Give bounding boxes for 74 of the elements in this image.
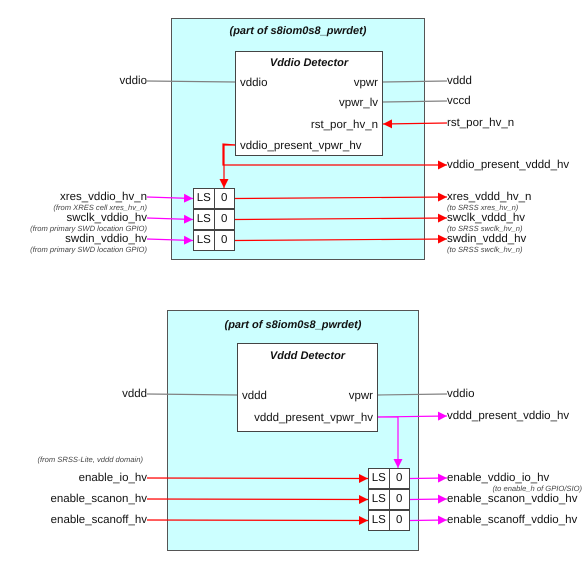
default-value: 0: [388, 469, 409, 488]
signal-arrow: [222, 143, 447, 170]
signal-name: swclk_vddd_hv: [447, 212, 526, 225]
detector-title: Vddd Detector: [268, 350, 346, 362]
signal-line: [147, 393, 237, 396]
module-panel: [171, 18, 425, 260]
signal-arrow: [410, 516, 447, 525]
default-value: 0: [214, 189, 234, 208]
signal-name: enable_scanon_vddio_hv: [447, 493, 578, 506]
signal-name: rst_por_hv_n: [447, 116, 516, 130]
signal-name: swdin_vddd_hv: [447, 233, 528, 246]
panel-title: (part of s8iom0s8_pwrdet): [224, 319, 362, 331]
port-label: vddd_present_vpwr_hv: [254, 411, 373, 425]
signal-name: enable_scanon_hv: [49, 492, 147, 506]
signal-name: vddio_present_vddd_hv: [447, 158, 570, 172]
signal-line: [147, 80, 235, 83]
signal-name: vddio: [118, 74, 147, 88]
signal-name: vddd_present_vddio_hv: [447, 409, 570, 423]
level-shifter-label: LS: [196, 212, 212, 227]
level-shifter-label: LS: [370, 513, 387, 528]
signal-line: [382, 80, 448, 83]
signal-arrow: [146, 214, 194, 224]
signal-arrow: [147, 474, 368, 483]
level-shifter-label: LS: [196, 233, 212, 248]
default-value: 0: [214, 231, 234, 250]
signal-name: vddd: [121, 387, 147, 401]
signal-arrow: [146, 236, 194, 245]
panel-title: (part of s8iom0s8_pwrdet): [228, 25, 368, 37]
signal-arrow: [235, 214, 447, 223]
signal-arrow: [147, 494, 368, 504]
level-shifter-row: [368, 468, 410, 489]
signal-arrow: [378, 416, 402, 468]
port-label: vpwr: [348, 389, 373, 403]
signal-arrow: [235, 192, 447, 202]
port-label: vddd: [242, 389, 267, 403]
level-shifter-label: LS: [370, 492, 387, 507]
level-shifter-row: [193, 188, 235, 209]
level-shifter-label: LS: [370, 471, 387, 486]
default-value: 0: [388, 511, 409, 530]
signal-name: vddio: [447, 387, 476, 401]
signal-arrow: [382, 119, 448, 128]
signal-name: xres_vddio_hv_n: [59, 190, 147, 204]
port-label: rst_por_hv_n: [310, 118, 378, 132]
signal-name: swdin_vddio_hv: [64, 233, 147, 246]
default-value: 0: [388, 490, 409, 509]
port-label: vpwr_lv: [339, 96, 378, 110]
port-label: vddio_present_vpwr_hv: [240, 139, 362, 153]
signal-name: vddd: [447, 74, 473, 88]
level-shifter-row: [368, 489, 410, 510]
signal-name: swclk_vddio_hv: [65, 212, 147, 225]
signal-name: enable_io_hv: [78, 471, 147, 485]
module-panel: [167, 310, 419, 551]
level-shifter-label: LS: [196, 191, 212, 206]
signal-arrow: [147, 516, 368, 525]
port-label: vddio: [240, 76, 268, 90]
signal-arrow: [410, 474, 447, 483]
signal-line: [382, 100, 448, 103]
detector-box: [235, 51, 383, 156]
detector-title: Vddio Detector: [268, 57, 350, 69]
signal-name: vccd: [447, 94, 472, 108]
default-value: 0: [214, 210, 234, 229]
level-shifter-row: [368, 510, 410, 531]
detector-box: [237, 343, 378, 432]
signal-name: enable_scanoff_vddio_hv: [447, 513, 578, 527]
signal-line: [378, 393, 447, 396]
port-label: vpwr: [354, 76, 378, 90]
level-shifter-row: [193, 209, 235, 230]
signal-name: xres_vddd_hv_n: [447, 190, 532, 204]
signal-arrow: [235, 234, 447, 244]
level-shifter-row: [193, 230, 235, 251]
signal-arrow: [146, 194, 194, 203]
signal-arrow: [410, 494, 447, 504]
signal-name: enable_scanoff_hv: [50, 513, 147, 527]
signal-name: enable_vddio_io_hv: [447, 471, 550, 485]
